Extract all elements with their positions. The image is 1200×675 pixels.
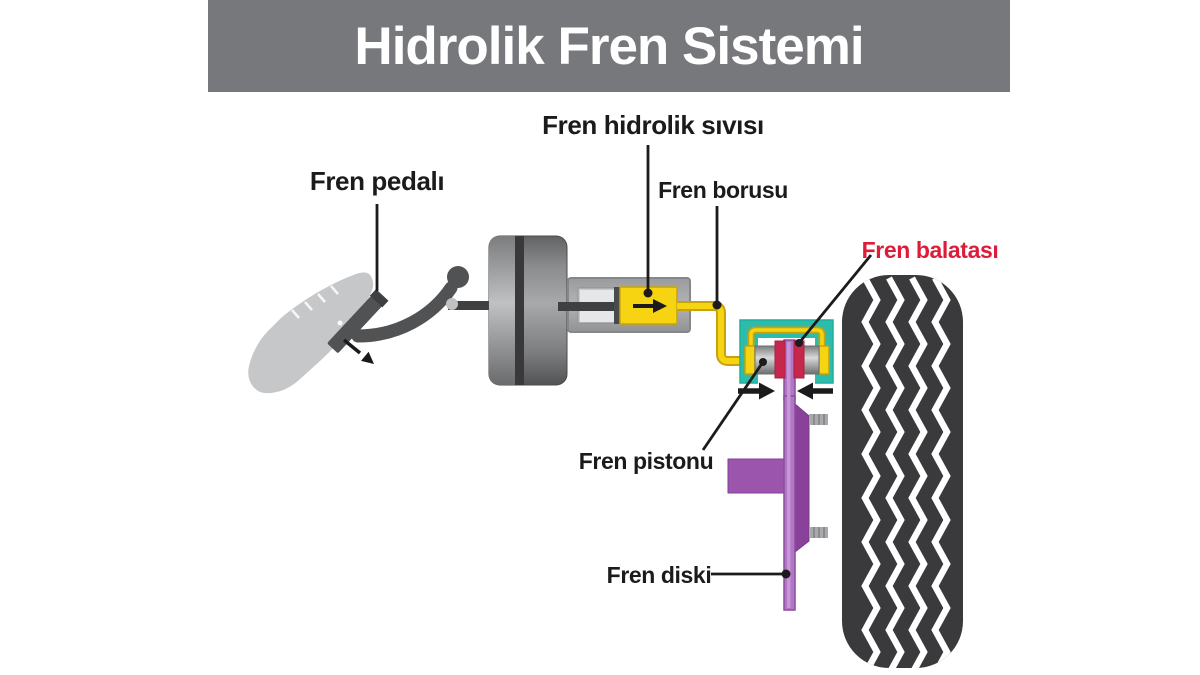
title-bar: Hidrolik Fren Sistemi	[208, 0, 1010, 92]
squeeze-arrows	[738, 382, 833, 400]
booster-drum-stripe	[515, 236, 524, 385]
label-fren-hidrolik-sivisi: Fren hidrolik sıvısı	[542, 110, 764, 140]
caliper-cap-right	[818, 345, 830, 375]
label-fren-diski: Fren diski	[606, 562, 712, 588]
pointer-disc-dot	[781, 569, 791, 579]
fluid-flow-arrow	[633, 299, 667, 313]
label-fren-borusu: Fren borusu	[658, 177, 788, 203]
lug-bolt-threads	[813, 414, 825, 538]
wheel-tire	[842, 275, 963, 668]
label-fren-balatasi: Fren balatası	[861, 237, 999, 263]
crossover-line	[749, 328, 824, 349]
page-title: Hidrolik Fren Sistemi	[354, 16, 864, 76]
tread-line	[861, 276, 881, 668]
pointer-lines	[375, 145, 873, 579]
tire-treads	[861, 276, 951, 668]
arm-pivot	[446, 298, 458, 310]
tread-line	[885, 276, 905, 668]
piston-band-top	[580, 290, 614, 302]
label-fren-pedali: Fren pedalı	[309, 166, 445, 196]
piston-face	[614, 287, 620, 324]
shoe-eyelet	[337, 320, 343, 326]
label-fren-pistonu: Fren pistonu	[578, 448, 714, 474]
hub-flange	[727, 458, 785, 494]
master-cylinder	[558, 277, 691, 333]
piston-band-bottom	[580, 311, 614, 322]
pointer-fluid-dot	[643, 288, 653, 298]
shoe-lace-notches	[291, 285, 339, 319]
brake-pedal-assembly	[248, 266, 469, 394]
shoe	[248, 272, 374, 394]
caliper-piston-right	[803, 345, 820, 375]
pointer-pad-dot	[795, 339, 803, 347]
brake-booster	[448, 235, 573, 386]
booster-drum-rim	[489, 236, 515, 385]
brake-caliper	[739, 319, 834, 401]
tread-line	[908, 276, 928, 668]
pedal-motion-arrow	[342, 338, 374, 364]
caliper-cap-left	[744, 345, 756, 375]
pedal-plate	[327, 289, 389, 353]
tread-line	[931, 276, 951, 668]
rotor-highlight	[787, 342, 791, 608]
pointer-piston	[701, 361, 765, 451]
pointer-pipe-dot	[712, 300, 722, 310]
brake-disc-assembly	[727, 342, 828, 611]
pointer-piston-dot	[759, 358, 767, 366]
pointer-pad	[797, 254, 873, 344]
brake-pad-left	[774, 340, 786, 379]
pedal-arm	[351, 281, 458, 343]
push-rod-inner	[558, 302, 616, 311]
arm-ball-joint	[447, 266, 469, 288]
disc-hat	[794, 402, 810, 554]
